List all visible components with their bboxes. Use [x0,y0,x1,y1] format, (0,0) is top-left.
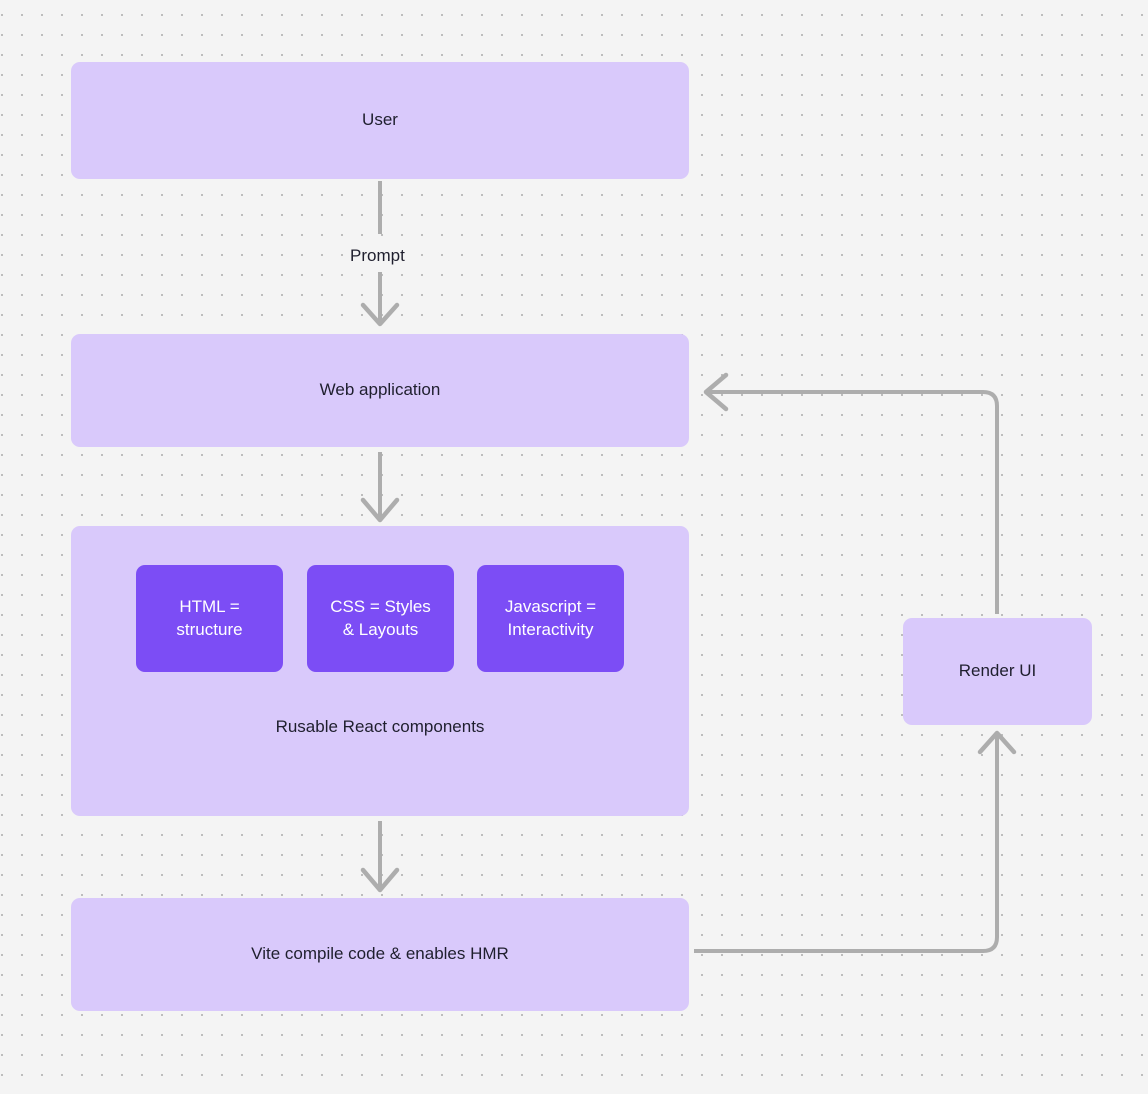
node-html-structure[interactable]: HTML = structure [136,565,283,672]
edge-vite-to-render [694,730,1017,953]
edge-render-to-webapp [703,372,999,614]
node-react-components-caption: Rusable React components [275,717,485,736]
node-vite-compile-label: Vite compile code & enables HMR [251,944,509,964]
edge-webapp-to-components [360,452,400,523]
node-js-line1: Javascript = [504,596,597,616]
node-html-line2: structure [176,619,243,639]
node-web-application[interactable]: Web application [71,334,689,447]
edge-components-to-vite [360,821,400,893]
node-css-styles-label: CSS = Styles & Layouts [330,596,431,642]
node-render-ui[interactable]: Render UI [903,618,1092,725]
node-html-line1: HTML = [179,596,240,616]
node-user-label: User [362,110,398,130]
node-css-line2: & Layouts [342,619,419,639]
node-javascript-interactivity[interactable]: Javascript = Interactivity [477,565,624,672]
node-react-components[interactable]: HTML = structure CSS = Styles & Layouts … [71,526,689,816]
node-web-application-label: Web application [319,380,441,400]
node-js-line2: Interactivity [507,619,594,639]
node-javascript-interactivity-label: Javascript = Interactivity [505,596,596,642]
node-render-ui-label: Render UI [958,661,1037,681]
node-vite-compile[interactable]: Vite compile code & enables HMR [71,898,689,1011]
edge-label-prompt: Prompt [344,245,411,267]
node-html-structure-label: HTML = structure [176,596,242,642]
node-user[interactable]: User [71,62,689,179]
node-css-line1: CSS = Styles [330,596,431,616]
node-css-styles[interactable]: CSS = Styles & Layouts [307,565,454,672]
